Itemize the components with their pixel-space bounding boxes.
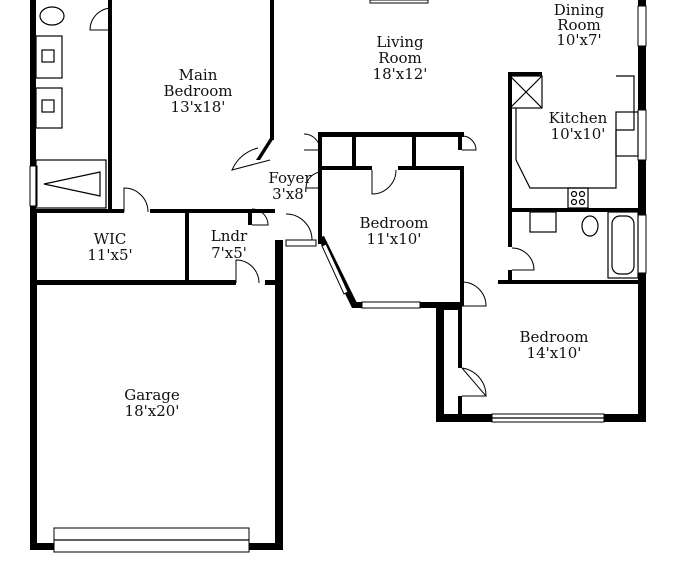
foyer-name: Foyer [268,169,312,187]
walls [30,0,646,550]
laundry-name: Lndr [211,227,248,245]
fixtures [35,6,639,279]
kitchen-size: 10'x10' [551,125,606,143]
bedroom-right-size: 14'x10' [527,344,582,362]
living-room-name-2: Room [378,49,422,67]
laundry-size: 7'x5' [211,244,247,262]
main-bedroom-name-1: Main [179,66,218,84]
main-bedroom-name-2: Bedroom [164,82,233,100]
garage-size: 18'x20' [125,402,180,420]
doors [89,7,535,397]
windows [29,0,647,553]
dining-room-name-1: Dining [554,1,605,19]
main-bedroom-size: 13'x18' [171,98,226,116]
wic-size: 11'x5' [87,246,132,264]
bedroom-center-size: 11'x10' [367,230,422,248]
room-labels: Dining Room 10'x7' Living Room 18'x12' M… [87,1,607,420]
foyer-size: 3'x8' [272,185,308,203]
dining-room-size: 10'x7' [556,31,601,49]
living-room-size: 18'x12' [373,65,428,83]
bedroom-center-name: Bedroom [360,214,429,232]
bedroom-right-name: Bedroom [520,328,589,346]
living-room-name-1: Living [376,33,424,51]
wic-name: WIC [94,230,127,248]
dining-room-name-2: Room [557,16,601,34]
garage-name: Garage [124,386,180,404]
kitchen-name: Kitchen [549,109,608,127]
